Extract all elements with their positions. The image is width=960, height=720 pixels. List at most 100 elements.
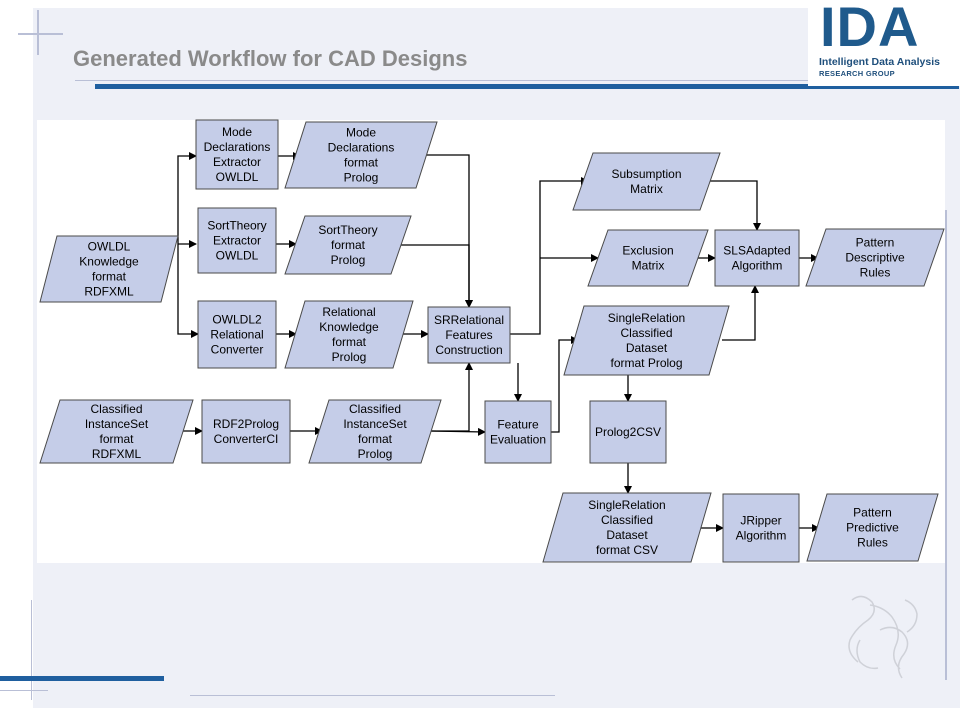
data-parallelogram	[39, 399, 194, 464]
logo-letters: IDA	[820, 0, 920, 58]
logo-line-1: Intelligent Data Analysis	[819, 56, 940, 68]
node-label-line: Knowledge	[319, 320, 379, 334]
node-label-line: Relational	[210, 328, 263, 342]
node-label-line: format	[332, 335, 367, 349]
node-label-line: SortTheory	[318, 223, 377, 237]
node-label-line: SingleRelation	[608, 311, 685, 325]
node-prolog2csv: Prolog2CSV	[589, 400, 667, 464]
node-label-line: RDFXML	[92, 447, 142, 461]
process-box	[197, 300, 277, 369]
node-label-line: format Prolog	[610, 356, 682, 370]
data-parallelogram	[284, 215, 412, 275]
node-label-line: Construction	[435, 343, 502, 357]
node-label-line: RDF2Prolog	[213, 417, 279, 431]
logo-line-2: RESEARCH GROUP	[819, 69, 895, 78]
node-label-line: Declarations	[328, 141, 395, 155]
guide-line-vertical	[37, 10, 39, 55]
node-label-line: Classified	[349, 402, 401, 416]
node-label-line: Pattern	[856, 236, 895, 250]
node-label-line: Classified	[90, 402, 142, 416]
process-box	[427, 306, 511, 364]
node-label-line: Algorithm	[732, 259, 783, 273]
ida-logo: IDA Intelligent Data Analysis RESEARCH G…	[808, 0, 960, 86]
node-label-line: Exclusion	[622, 244, 673, 258]
node-label-line: Prolog	[331, 253, 366, 267]
edge-sorttheory-prolog-to-srrelational-features	[400, 244, 473, 308]
data-parallelogram	[542, 492, 712, 563]
process-box	[589, 400, 667, 464]
node-label-line: RDFXML	[84, 285, 134, 299]
node-label-line: SingleRelation	[588, 498, 665, 512]
edge-subsumption-matrix-to-slsadapted-algorithm	[708, 180, 761, 231]
process-box	[195, 119, 279, 190]
process-box	[484, 400, 552, 464]
title-accent-bar	[95, 84, 959, 89]
node-label-line: format	[344, 156, 379, 170]
node-label-line: InstanceSet	[85, 417, 149, 431]
guide-line-bottom	[0, 690, 48, 691]
node-label-line: Prolog2CSV	[595, 425, 661, 439]
node-label-line: SortTheory	[207, 219, 266, 233]
node-label-line: Mode	[222, 125, 252, 139]
node-label-line: Predictive	[846, 521, 899, 535]
node-label-line: Knowledge	[79, 255, 139, 269]
node-label-line: Rules	[857, 536, 888, 550]
process-box	[722, 493, 800, 563]
node-label-line: Rules	[860, 266, 891, 280]
node-label-line: Subsumption	[611, 167, 681, 181]
node-label-line: Converter	[211, 343, 264, 357]
node-label-line: Mode	[346, 126, 376, 140]
edge-feature-evaluation-to-singlerelation-prolog	[551, 336, 579, 433]
node-label-line: Extractor	[213, 234, 261, 248]
slide-title: Generated Workflow for CAD Designs	[73, 46, 468, 71]
guide-line-bottom-long	[190, 695, 555, 696]
guide-line-left	[31, 600, 32, 700]
node-label-line: OWLDL	[216, 249, 259, 263]
node-label-line: Prolog	[344, 171, 379, 185]
node-label-line: OWLDL	[216, 170, 259, 184]
guide-line-horizontal	[18, 33, 63, 35]
edge-owldl-knowledge-to-mode-declarations-extractor	[177, 152, 197, 268]
node-label-line: Descriptive	[845, 251, 905, 265]
node-label-line: Classified	[601, 513, 653, 527]
node-label-line: Classified	[620, 326, 672, 340]
data-parallelogram	[284, 121, 438, 189]
process-box	[714, 229, 800, 287]
data-parallelogram	[805, 228, 945, 287]
node-label-line: Matrix	[630, 182, 663, 196]
node-label-line: Evaluation	[490, 433, 546, 447]
node-label-line: format	[358, 432, 393, 446]
node-label-line: InstanceSet	[343, 417, 407, 431]
process-box	[201, 399, 291, 464]
edge-mode-declarations-prolog-to-srrelational-features	[425, 154, 473, 308]
node-label-line: Prolog	[332, 350, 367, 364]
node-label-line: Algorithm	[736, 529, 787, 543]
data-parallelogram	[563, 305, 730, 376]
node-label-line: Extractor	[213, 155, 261, 169]
edge-classified-instanceset-prolog-to-feature-evaluation	[429, 427, 486, 436]
node-label-line: Declarations	[204, 140, 271, 154]
node-label-line: SLSAdapted	[723, 244, 790, 258]
node-label-line: JRipper	[740, 514, 781, 528]
node-label-line: Pattern	[853, 506, 892, 520]
data-parallelogram	[572, 152, 721, 211]
node-label-line: Prolog	[358, 447, 393, 461]
node-label-line: Relational	[322, 305, 375, 319]
data-parallelogram	[806, 493, 939, 562]
node-label-line: Feature	[497, 418, 539, 432]
node-label-line: Matrix	[632, 259, 665, 273]
data-parallelogram	[308, 399, 442, 464]
